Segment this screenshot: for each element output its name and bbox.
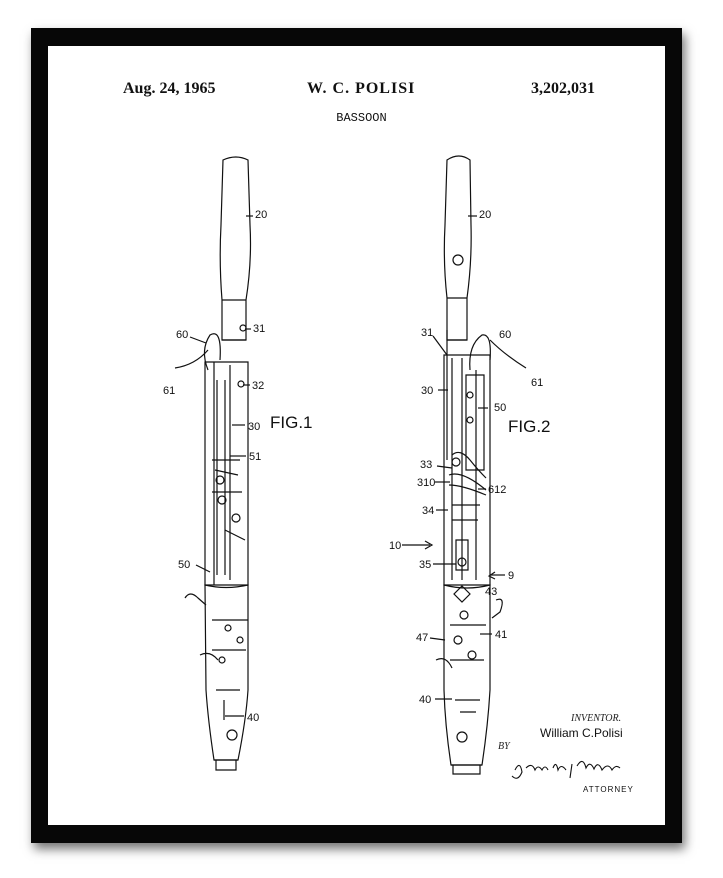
fig2-ref: 20 <box>479 209 491 221</box>
fig1-reference-numerals: 20 60 31 61 32 30 51 50 40 FIG.1 <box>163 209 313 724</box>
attorney-signature <box>511 760 621 779</box>
inventor-name: William C.Polisi <box>540 726 623 740</box>
attorney-label: ATTORNEY <box>583 785 634 794</box>
fig1-label: FIG.1 <box>270 413 313 432</box>
fig1-ref: 61 <box>163 385 175 397</box>
fig2-ref: 35 <box>419 559 431 571</box>
patent-date: Aug. 24, 1965 <box>123 80 216 97</box>
fig2-ref: 41 <box>495 629 507 641</box>
fig1-ref: 20 <box>255 209 267 221</box>
fig1-ref: 50 <box>178 559 190 571</box>
fig1-bassoon <box>174 156 253 771</box>
fig2-ref: 10 <box>389 540 401 552</box>
fig2-ref: 43 <box>485 586 497 598</box>
fig2-ref: 33 <box>420 459 432 471</box>
patent-title: BASSOON <box>336 111 387 125</box>
fig2-ref: 34 <box>422 505 434 517</box>
fig1-ref: 51 <box>249 451 261 463</box>
fig1-ref: 30 <box>248 421 260 433</box>
fig2-reference-numerals: 20 31 60 61 30 50 33 310 612 34 10 35 9 … <box>389 209 551 706</box>
fig2-ref: 40 <box>419 694 431 706</box>
by-label: BY <box>498 741 510 752</box>
fig2-ref: 30 <box>421 385 433 397</box>
fig2-ref: 9 <box>508 570 514 582</box>
fig1-ref: 31 <box>253 323 265 335</box>
fig1-ref: 40 <box>247 712 259 724</box>
inventor-label: INVENTOR. <box>571 713 622 724</box>
fig2-ref: 612 <box>488 484 506 496</box>
fig1-ref: 32 <box>252 380 264 392</box>
patent-number: 3,202,031 <box>531 80 595 97</box>
fig2-ref: 60 <box>499 329 511 341</box>
fig2-label: FIG.2 <box>508 417 551 436</box>
patent-sheet <box>48 46 665 825</box>
fig2-bassoon <box>402 155 527 775</box>
fig2-ref: 50 <box>494 402 506 414</box>
fig2-ref: 61 <box>531 377 543 389</box>
fig2-ref: 47 <box>416 632 428 644</box>
inventor-header: W. C. POLISI <box>307 80 416 97</box>
fig2-ref: 310 <box>417 477 435 489</box>
fig2-ref: 31 <box>421 327 433 339</box>
fig1-ref: 60 <box>176 329 188 341</box>
